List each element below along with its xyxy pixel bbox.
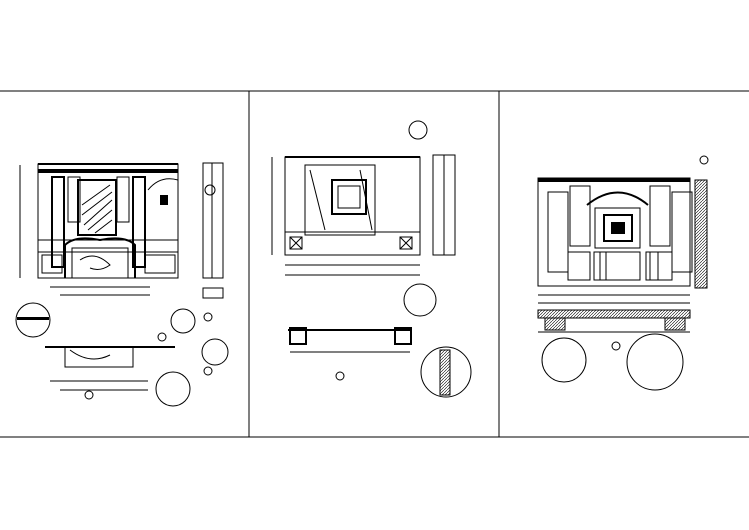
- sheet-2-tv-wall-elevation: [271, 120, 472, 398]
- sheet-frames: [0, 90, 749, 438]
- sheet-3-panel-wall-elevation: [537, 155, 709, 391]
- sheet-1-fireplace-elevation: [15, 162, 229, 407]
